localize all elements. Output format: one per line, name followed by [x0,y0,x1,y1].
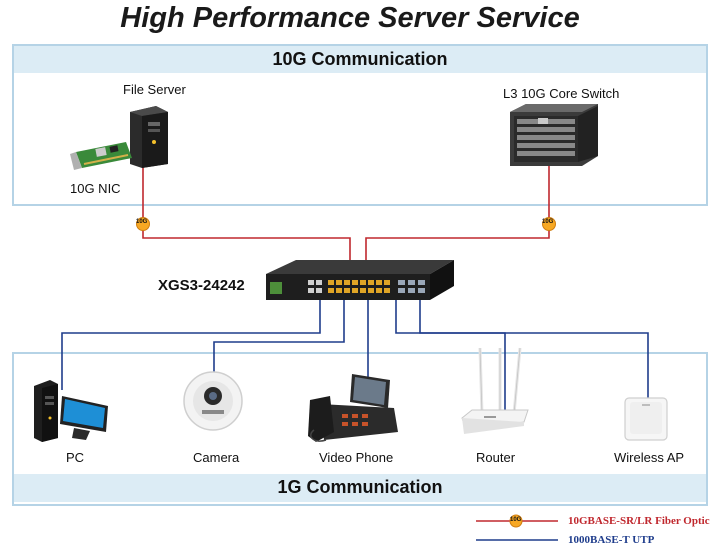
badge-10g-left [136,217,150,231]
camera-icon [183,371,243,431]
file-server-icon [130,106,168,168]
utp-line-pc [61,298,321,390]
main-switch-icon [266,260,454,300]
legend-fiber-label: 10GBASE-SR/LR Fiber Optic [568,515,710,527]
nic-icon [70,142,132,170]
badge-text-right: 10G [542,219,554,225]
video-phone-icon [308,374,398,442]
legend-badge [509,514,523,528]
legend-utp-label: 1000BASE-T UTP [568,534,655,546]
label-router: Router [476,450,516,465]
label-nic: 10G NIC [70,181,121,196]
wireless-ap-icon [624,397,668,441]
switch-model-label: XGS3-24242 [158,277,245,294]
bottom-band: 1G Communication [14,474,706,502]
badge-text-left: 10G [136,219,148,225]
pc-icon [34,380,108,442]
label-core-switch: L3 10G Core Switch [503,86,620,101]
badge-10g-right [542,217,556,231]
router-icon [461,347,529,434]
fiber-line-core-switch [365,165,550,262]
badge-text-legend: 10G [510,517,522,523]
label-pc: PC [66,450,85,465]
label-wireless-ap: Wireless AP [614,450,685,465]
label-camera: Camera [193,450,240,465]
fiber-line-file-server [142,165,351,262]
page-title: High Performance Server Service [120,2,580,34]
label-file-server: File Server [123,82,186,97]
core-switch-icon [510,104,598,166]
utp-line-camera [213,298,345,372]
top-band: 10G Communication [14,46,706,73]
label-video-phone: Video Phone [319,450,394,465]
utp-line-ap [419,298,649,398]
